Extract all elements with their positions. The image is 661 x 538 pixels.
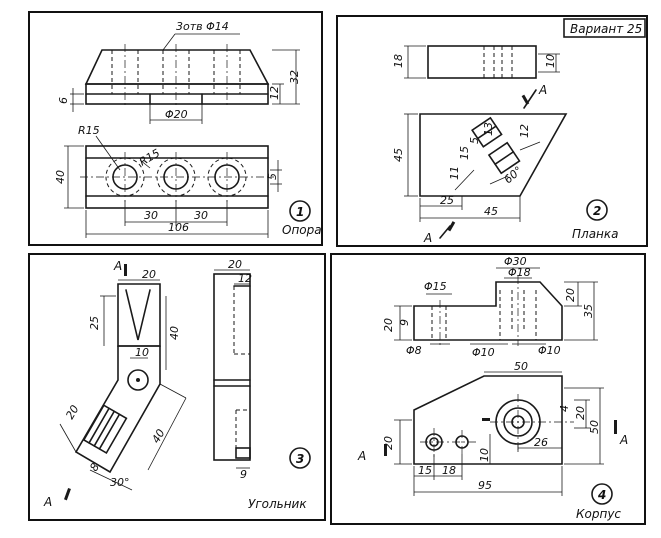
panel-4-name: Корпус bbox=[576, 507, 621, 521]
panel-4-front-view bbox=[394, 267, 598, 346]
panel-4-frame bbox=[330, 253, 646, 525]
dim-d10a: Φ10 bbox=[472, 346, 495, 359]
section-a-bottom-3: A bbox=[43, 495, 52, 509]
panel-2-front-view bbox=[404, 89, 568, 239]
dim-holes: 3отв Φ14 bbox=[176, 20, 229, 33]
dim-45v: 45 bbox=[392, 148, 405, 162]
dim-5: 5 bbox=[468, 137, 481, 144]
dim-20-left: 20 bbox=[63, 403, 81, 422]
panel-3: 3 Угольник 20 25 40 10 20 40 8 30° 20 12… bbox=[28, 253, 326, 521]
dim-d18: Φ18 bbox=[508, 266, 531, 279]
panel-4-number-circle bbox=[591, 483, 613, 505]
dim-20-top: 20 bbox=[142, 268, 156, 281]
dim-10: 10 bbox=[544, 54, 557, 68]
dim-side-20: 20 bbox=[228, 258, 242, 271]
dim-12: 12 bbox=[518, 124, 531, 138]
dim-18: 18 bbox=[442, 464, 456, 477]
dim-10: 10 bbox=[135, 346, 149, 359]
panel-2: Вариант 25 bbox=[336, 15, 648, 247]
section-a-bottom: A bbox=[423, 231, 432, 245]
panel-4-number: 4 bbox=[597, 488, 606, 502]
dim-60deg: 60° bbox=[502, 164, 525, 186]
dim-d8: Φ8 bbox=[406, 344, 422, 357]
dim-6: 6 bbox=[57, 97, 70, 104]
dim-18: 18 bbox=[392, 54, 405, 68]
dim-20a: 20 bbox=[382, 318, 395, 332]
dim-25: 25 bbox=[88, 316, 101, 330]
panel-1-number: 1 bbox=[296, 205, 304, 219]
dim-d20: Φ20 bbox=[165, 108, 188, 121]
dim-r15a: R15 bbox=[78, 124, 100, 137]
dim-20b: 20 bbox=[564, 288, 577, 302]
variant-box bbox=[563, 18, 646, 38]
dim-95: 95 bbox=[478, 479, 492, 492]
section-a-top: A bbox=[538, 83, 547, 97]
dim-30deg: 30° bbox=[110, 476, 130, 489]
dim-15: 15 bbox=[458, 146, 471, 160]
panel-2-frame bbox=[336, 15, 648, 247]
panel-2-number: 2 bbox=[593, 204, 601, 218]
panel-1-name: Опора bbox=[282, 223, 322, 237]
dim-side-9: 9 bbox=[240, 468, 247, 481]
dim-10: 10 bbox=[478, 448, 491, 462]
panel-3-frame bbox=[28, 253, 326, 521]
dim-20c: 20 bbox=[574, 406, 587, 420]
dim-40-right: 40 bbox=[168, 326, 181, 340]
panel-3-front-view bbox=[59, 264, 187, 501]
section-a-right: A bbox=[619, 433, 628, 447]
dim-side-12: 12 bbox=[238, 272, 252, 285]
panel-4: 4 Корпус Φ30 Φ18 Φ15 20 9 20 35 Φ8 Φ10 Φ… bbox=[330, 253, 646, 525]
panel-2-top-view bbox=[404, 45, 560, 79]
dim-20d: 20 bbox=[382, 436, 395, 450]
dim-13: 13 bbox=[482, 122, 495, 136]
dim-40-diag: 40 bbox=[149, 427, 167, 446]
variant-label: Вариант 25 bbox=[570, 22, 642, 36]
dim-12: 12 bbox=[268, 86, 281, 100]
panel-2-name: Планка bbox=[572, 227, 619, 241]
section-a-top-3: A bbox=[113, 259, 122, 273]
dim-15: 15 bbox=[418, 464, 432, 477]
dim-26: 26 bbox=[534, 436, 548, 449]
dim-30b: 30 bbox=[194, 209, 208, 222]
section-a-left: A bbox=[357, 449, 366, 463]
panel-3-number-circle bbox=[289, 447, 311, 469]
dim-40: 40 bbox=[54, 170, 67, 184]
dim-45h: 45 bbox=[484, 205, 498, 218]
panel-1-number-circle bbox=[289, 200, 311, 222]
dim-11: 11 bbox=[448, 166, 461, 180]
panel-1-top-view bbox=[64, 135, 282, 238]
panel-1-front-view bbox=[70, 33, 300, 124]
dim-d10b: Φ10 bbox=[538, 344, 561, 357]
dim-50v: 50 bbox=[588, 420, 601, 434]
dim-30a: 30 bbox=[144, 209, 158, 222]
panel-2-number-circle bbox=[586, 199, 608, 221]
dim-4: 4 bbox=[558, 405, 571, 412]
dim-9: 9 bbox=[398, 319, 411, 326]
dim-r15b: R15 bbox=[137, 147, 162, 169]
dim-25: 25 bbox=[440, 194, 454, 207]
panel-4-top-view bbox=[384, 371, 617, 496]
panel-1: 1 Опора 3отв Φ14 32 12 6 Φ20 R15 R15 40 … bbox=[28, 11, 323, 246]
panel-1-frame bbox=[28, 11, 323, 246]
panel-3-number: 3 bbox=[296, 452, 304, 466]
dim-32: 32 bbox=[288, 70, 301, 84]
dim-5: 5 bbox=[266, 173, 279, 180]
dim-35: 35 bbox=[582, 304, 595, 318]
dim-d15: Φ15 bbox=[424, 280, 447, 293]
dim-50: 50 bbox=[514, 360, 528, 373]
panel-3-side-view bbox=[213, 269, 251, 469]
dim-106: 106 bbox=[168, 221, 189, 234]
panel-3-name: Угольник bbox=[248, 497, 307, 511]
dim-d30: Φ30 bbox=[504, 255, 527, 268]
